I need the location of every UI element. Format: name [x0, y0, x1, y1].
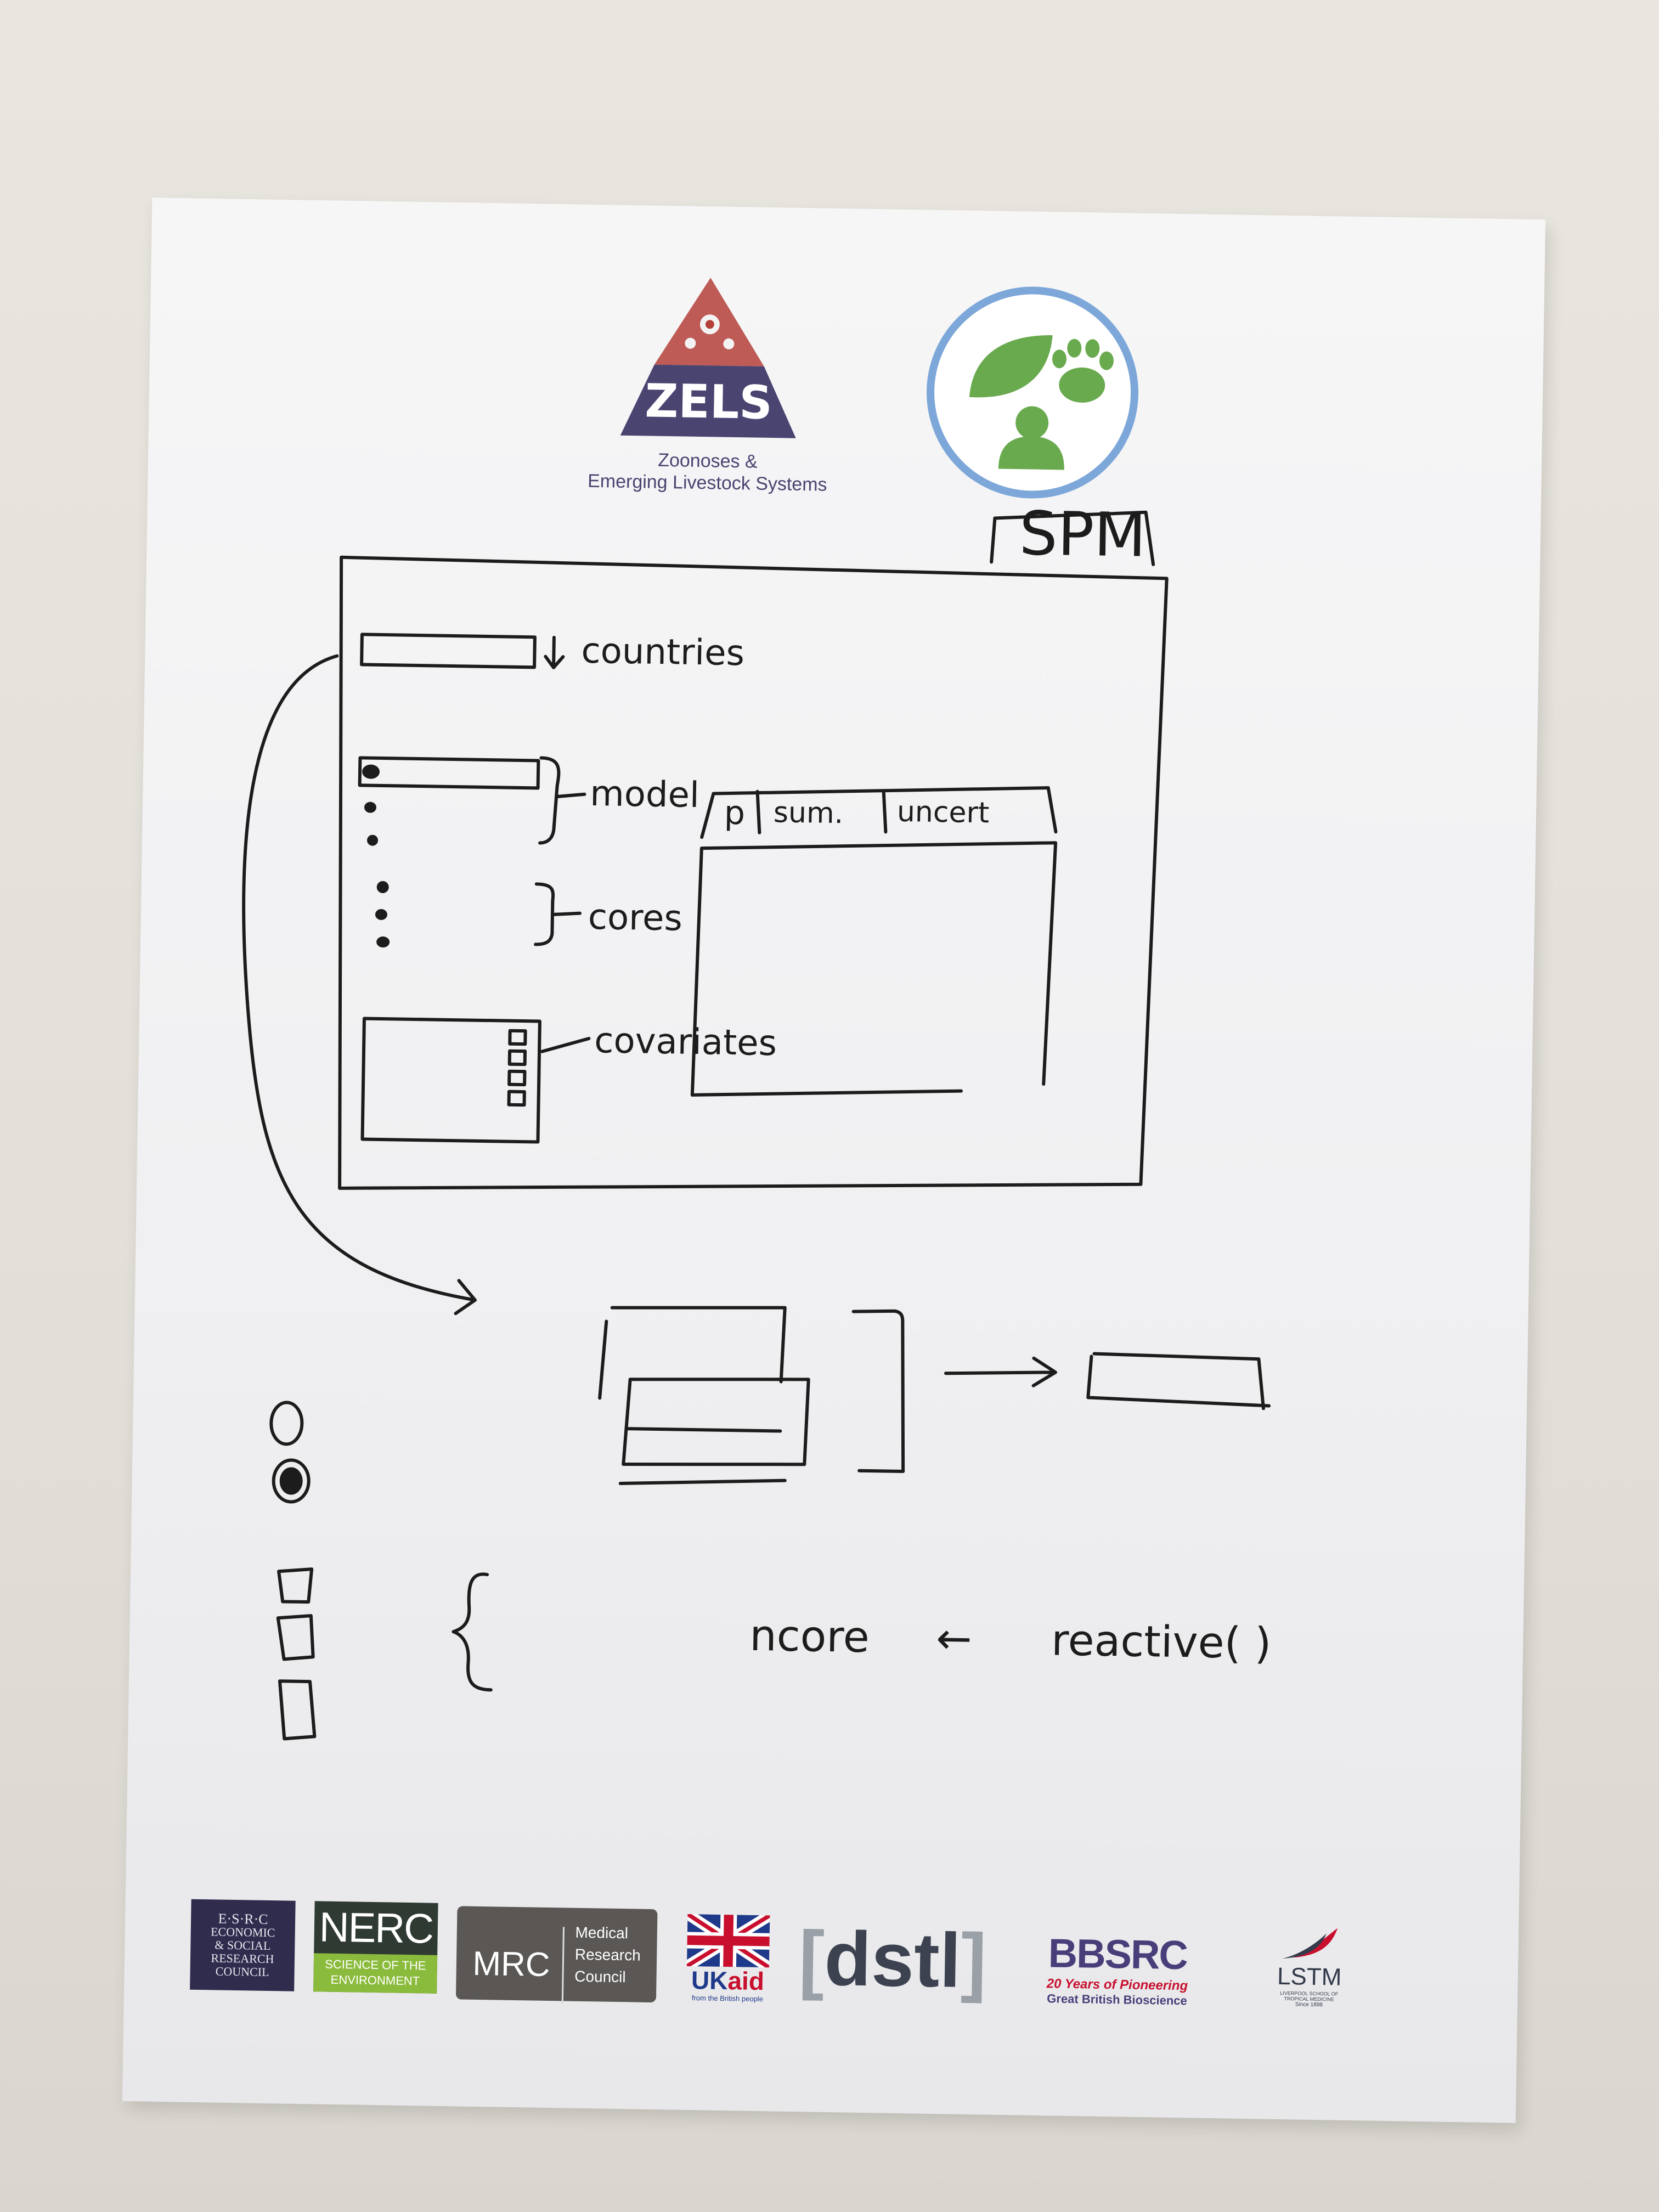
radio-example-empty [269, 1401, 304, 1446]
curly-brace [452, 1572, 493, 1692]
output-tab-uncert: uncert [897, 795, 990, 830]
output-tabs-outline [700, 786, 1058, 839]
lstm-logo: LSTM LIVERPOOL SCHOOL OF TROPICAL MEDICI… [1249, 1916, 1371, 2016]
leaf-icon [969, 335, 1053, 398]
checkbox-example-3 [278, 1679, 317, 1741]
code-ncore: ncore [749, 1611, 870, 1662]
nerc-logo: NERC SCIENCE OF THE ENVIRONMENT [313, 1901, 438, 1994]
model-field-outline [358, 756, 540, 790]
covariates-label: covariates [594, 1020, 777, 1064]
dstl-logo: [dstl] [798, 1915, 988, 2004]
spm-tab-label: SPM [1019, 498, 1147, 571]
output-tab-sum: sum. [773, 796, 843, 830]
checkbox-example-1 [277, 1567, 314, 1604]
mrc-logo: MRC Medical Research Council [455, 1906, 658, 2004]
code-reactive: reactive( ) [1051, 1616, 1272, 1668]
zels-logo: ZELS Zoonoses & Emerging Livestock Syste… [570, 270, 848, 505]
countries-dropdown-outline [360, 633, 537, 669]
bbsrc-logo: BBSRC 20 Years of Pioneering Great Briti… [1046, 1929, 1188, 2007]
zels-wordmark: ZELS [645, 374, 773, 430]
dropdown-arrow [544, 635, 565, 669]
code-arrow: ← [936, 1614, 973, 1664]
union-flag-icon [686, 1914, 770, 1967]
main-window-outline [338, 555, 1169, 1190]
radio-bullets [362, 764, 390, 948]
covariates-box-outline [360, 1017, 541, 1144]
person-icon [998, 406, 1064, 470]
radio-example-filled [272, 1458, 311, 1504]
spm-tab-outline [990, 510, 1155, 567]
cores-label: cores [588, 897, 682, 939]
checkbox-example-2 [276, 1614, 315, 1661]
output-tab-p: p [724, 794, 745, 833]
hand-sketch: SPM countries model cores covariates p s… [242, 498, 1272, 1741]
sail-icon [1282, 1928, 1338, 1959]
esrc-logo: E·S·R·C ECONOMIC & SOCIAL RESEARCH COUNC… [190, 1899, 296, 1991]
output-panel-outline [690, 841, 1058, 1097]
model-label: model [590, 774, 699, 816]
ukaid-logo: UKaid from the British people [684, 1907, 773, 2010]
one-health-logo [921, 281, 1144, 504]
countries-label: countries [581, 631, 745, 674]
paper-sheet: ZELS Zoonoses & Emerging Livestock Syste… [122, 198, 1546, 2123]
paw-icon [1052, 338, 1114, 403]
